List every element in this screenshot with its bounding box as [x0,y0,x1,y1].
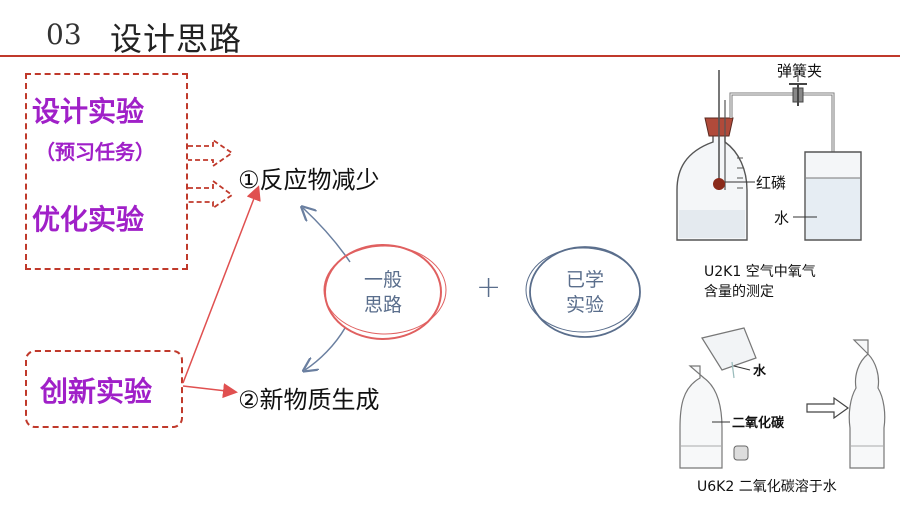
co2-label: 二氧化碳 [732,416,785,431]
section-number: 03 [46,18,82,51]
caption-top-line2: 含量的测定 [704,284,774,300]
bottle-cap-icon [733,445,749,461]
red-phosphorus-icon [713,178,725,190]
co2-apparatus [679,327,886,469]
learned-oval-text: 已学 实验 [545,268,625,318]
arrow-to-reactant [182,185,261,384]
learned-line2: 实验 [565,294,604,316]
node-reactant-decrease: ①反应物减少 [238,166,380,194]
general-oval [324,244,442,340]
blue-arrow-down [305,327,346,370]
optimize-experiment-label: 优化实验 [32,203,145,236]
caption-bottom: U6K2 二氧化碳溶于水 [697,479,837,495]
innovative-box [25,350,183,428]
general-line1: 一般 [363,269,402,291]
arrow-icon [806,396,850,420]
water-label-bottom: 水 [753,364,767,379]
page-title: 设计思路 [110,20,243,58]
design-experiment-label: 设计实验 [32,95,145,128]
caption-top: U2K1 空气中氧气 含量的测定 [704,262,816,302]
general-line2: 思路 [363,294,402,316]
dashed-arrow-2 [188,179,234,210]
dashed-arrow-1 [188,138,234,168]
caption-top-line1: U2K1 空气中氧气 [704,264,816,280]
spring-clip-icon [789,83,807,106]
blue-arrow-up [303,208,351,263]
design-box [25,73,188,270]
water-label-top: 水 [774,209,790,227]
innovative-experiment-label: 创新实验 [40,375,153,408]
general-oval-text: 一般 思路 [343,268,423,318]
learned-line1: 已学 [565,269,604,291]
arrow-to-new-substance [182,383,238,399]
title-divider [0,55,900,57]
spring-clip-label: 弹簧夹 [777,62,823,80]
phosphorus-apparatus [676,70,862,241]
node-new-substance: ②新物质生成 [238,386,380,414]
plus-sign: + [476,270,502,305]
preview-task-label: （预习任务） [35,140,155,164]
red-phosphorus-label: 红磷 [756,174,787,192]
